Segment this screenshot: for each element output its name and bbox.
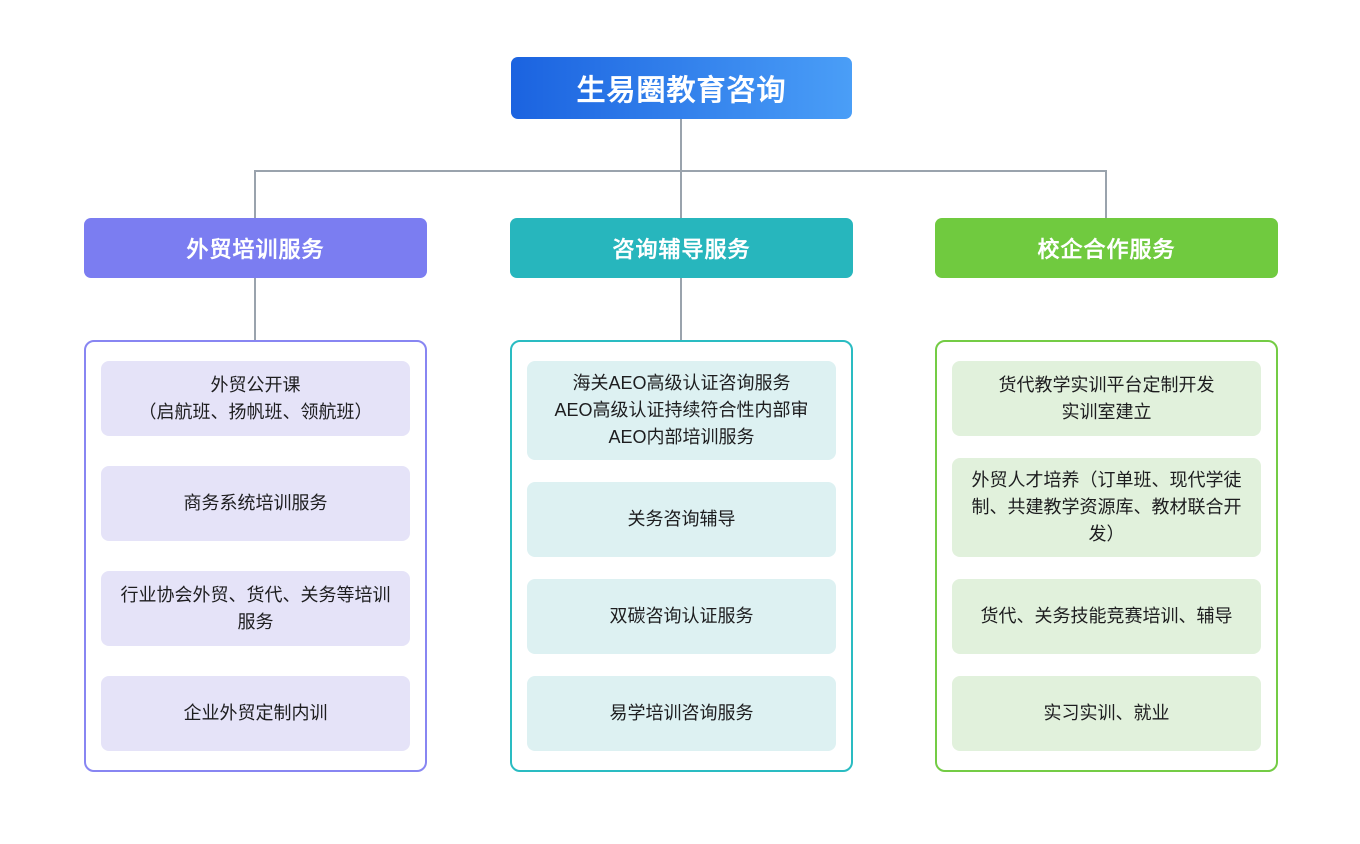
service-item: 货代教学实训平台定制开发 实训室建立 <box>952 361 1261 436</box>
service-item: 外贸公开课 （启航班、扬帆班、领航班） <box>101 361 410 436</box>
branch-container-school-enterprise: 货代教学实训平台定制开发 实训室建立 外贸人才培养（订单班、现代学徒制、共建教学… <box>935 340 1278 772</box>
connector-drop-branch-2 <box>680 170 682 218</box>
service-item: 海关AEO高级认证咨询服务 AEO高级认证持续符合性内部审 AEO内部培训服务 <box>527 361 836 460</box>
service-item: 货代、关务技能竞赛培训、辅导 <box>952 579 1261 654</box>
service-item: 企业外贸定制内训 <box>101 676 410 751</box>
connector-root-stem <box>680 119 682 171</box>
branch-header-school-enterprise: 校企合作服务 <box>935 218 1278 278</box>
connector-branch-1-to-container <box>254 278 256 340</box>
service-item: 行业协会外贸、货代、关务等培训服务 <box>101 571 410 646</box>
service-item: 易学培训咨询服务 <box>527 676 836 751</box>
branch-header-trade-training: 外贸培训服务 <box>84 218 427 278</box>
branch-header-label: 咨询辅导服务 <box>612 237 751 262</box>
branch-header-consulting: 咨询辅导服务 <box>510 218 853 278</box>
connector-drop-branch-1 <box>254 170 256 218</box>
connector-drop-branch-3 <box>1105 170 1107 218</box>
connector-branch-2-to-container <box>680 278 682 340</box>
branch-header-label: 外贸培训服务 <box>186 237 325 262</box>
service-item: 外贸人才培养（订单班、现代学徒制、共建教学资源库、教材联合开发） <box>952 458 1261 557</box>
root-node-label: 生易圈教育咨询 <box>576 75 787 107</box>
root-node: 生易圈教育咨询 <box>511 57 852 119</box>
branch-container-consulting: 海关AEO高级认证咨询服务 AEO高级认证持续符合性内部审 AEO内部培训服务 … <box>510 340 853 772</box>
service-item: 双碳咨询认证服务 <box>527 579 836 654</box>
service-item: 实习实训、就业 <box>952 676 1261 751</box>
branch-container-trade-training: 外贸公开课 （启航班、扬帆班、领航班） 商务系统培训服务 行业协会外贸、货代、关… <box>84 340 427 772</box>
service-item: 商务系统培训服务 <box>101 466 410 541</box>
branch-header-label: 校企合作服务 <box>1037 237 1176 262</box>
service-item: 关务咨询辅导 <box>527 482 836 557</box>
